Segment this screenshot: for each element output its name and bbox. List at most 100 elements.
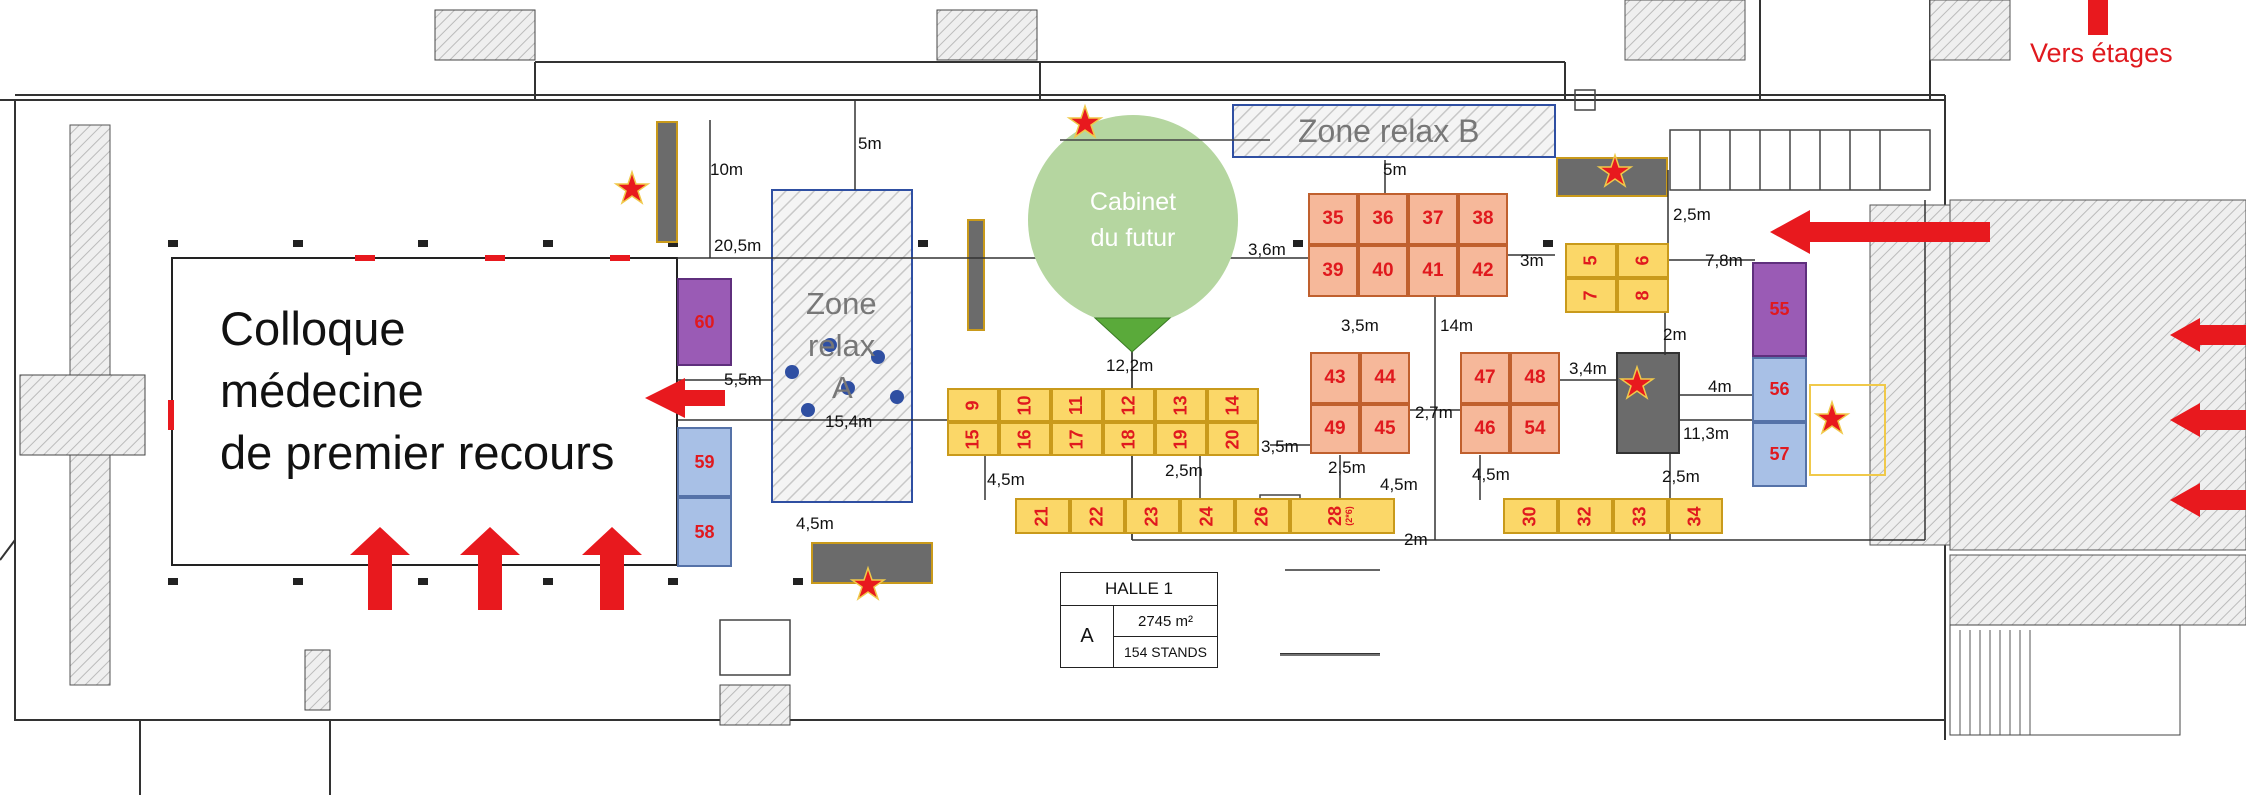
- stand-21[interactable]: 21: [1015, 498, 1070, 534]
- stand-30[interactable]: 30: [1503, 498, 1558, 534]
- colloque-line-1: Colloque: [220, 302, 406, 355]
- bench-2: [967, 219, 985, 331]
- stand-16[interactable]: 16: [999, 422, 1051, 456]
- stand-6[interactable]: 6: [1617, 243, 1669, 278]
- dim-label: 4,5m: [1472, 465, 1510, 484]
- stand-number: 59: [694, 451, 715, 472]
- stand-number: 42: [1472, 260, 1494, 281]
- dim-label: 11,3m: [1683, 424, 1729, 443]
- colloque-line-2: médecine: [220, 364, 424, 417]
- stair-lines: [1959, 630, 2031, 735]
- stand-48[interactable]: 48: [1510, 352, 1560, 404]
- stand-12[interactable]: 12: [1103, 388, 1155, 422]
- stand-22[interactable]: 22: [1070, 498, 1125, 534]
- stand-34[interactable]: 34: [1668, 498, 1723, 534]
- stand-number: 41: [1422, 260, 1444, 281]
- stand-number: 34: [1685, 505, 1705, 527]
- stand-28[interactable]: 28(2*6): [1290, 498, 1395, 534]
- dim-label: 20,5m: [714, 236, 762, 255]
- stand-24[interactable]: 24: [1180, 498, 1235, 534]
- colloque-doors: [168, 255, 630, 430]
- stand-58[interactable]: 58: [677, 497, 732, 567]
- stand-number: 8: [1632, 290, 1653, 301]
- stand-23[interactable]: 23: [1125, 498, 1180, 534]
- exit-box-4: [304, 649, 331, 711]
- dim-label: 3,4m: [1569, 359, 1607, 378]
- stand-number: 14: [1222, 394, 1243, 416]
- stand-19[interactable]: 19: [1155, 422, 1207, 456]
- halle-letter: A: [1060, 605, 1114, 668]
- vers-etages-label: Vers étages: [2030, 38, 2173, 68]
- stand-59[interactable]: 59: [677, 427, 732, 497]
- stand-33[interactable]: 33: [1613, 498, 1668, 534]
- stand-number: 32: [1575, 505, 1595, 527]
- stand-number: 13: [1170, 394, 1191, 416]
- stand-number: 24: [1197, 505, 1217, 527]
- stand-36[interactable]: 36: [1358, 193, 1408, 245]
- stand-number: 49: [1324, 418, 1346, 439]
- zone-relax-b-label: Zone relax B: [1298, 113, 1480, 149]
- dim-label: 7,8m: [1705, 251, 1743, 270]
- dim-label: 3,5m: [1261, 437, 1299, 456]
- stand-9[interactable]: 9: [947, 388, 999, 422]
- stand-number: 60: [694, 311, 715, 332]
- dim-label: 2,5m: [1662, 467, 1700, 486]
- stand-number: 33: [1630, 505, 1650, 527]
- stand-7[interactable]: 7: [1565, 278, 1617, 313]
- stand-8[interactable]: 8: [1617, 278, 1669, 313]
- bench-6: [1809, 384, 1886, 476]
- stand-54[interactable]: 54: [1510, 404, 1560, 454]
- wall-hatch-top-right: [1624, 0, 1746, 61]
- entry-arrows: [350, 0, 2246, 610]
- stand-20[interactable]: 20: [1207, 422, 1259, 456]
- stand-13[interactable]: 13: [1155, 388, 1207, 422]
- stand-56[interactable]: 56: [1752, 357, 1807, 422]
- stand-35[interactable]: 35: [1308, 193, 1358, 245]
- halle-stands: 154 STANDS: [1113, 636, 1218, 668]
- stand-number: 15: [962, 428, 983, 450]
- stand-45[interactable]: 45: [1360, 404, 1410, 454]
- stand-number: 11: [1066, 395, 1087, 415]
- dim-label: 5m: [1383, 160, 1407, 179]
- stand-10[interactable]: 10: [999, 388, 1051, 422]
- stand-11[interactable]: 11: [1051, 388, 1103, 422]
- colloque-label: Colloque médecine de premier recours: [220, 298, 614, 484]
- stand-55[interactable]: 55: [1752, 262, 1807, 357]
- relax-seats: [785, 338, 904, 417]
- zone-relax-a-label: Zone relax A: [806, 283, 877, 409]
- stand-26[interactable]: 26: [1235, 498, 1290, 534]
- scale-line: [1280, 653, 1380, 654]
- exit-box-2: [936, 9, 1038, 61]
- stand-49[interactable]: 49: [1310, 404, 1360, 454]
- stand-42[interactable]: 42: [1458, 245, 1508, 297]
- dim-label: 2m: [1404, 530, 1428, 549]
- stand-number: 17: [1066, 428, 1087, 450]
- stand-15[interactable]: 15: [947, 422, 999, 456]
- stand-46[interactable]: 46: [1460, 404, 1510, 454]
- stand-32[interactable]: 32: [1558, 498, 1613, 534]
- wall-hatch-top-right-2: [1929, 0, 2011, 61]
- stand-number: 45: [1374, 418, 1396, 439]
- stand-44[interactable]: 44: [1360, 352, 1410, 404]
- stand-37[interactable]: 37: [1408, 193, 1458, 245]
- stand-40[interactable]: 40: [1358, 245, 1408, 297]
- stand-14[interactable]: 14: [1207, 388, 1259, 422]
- exit-box-1: [434, 9, 536, 61]
- stand-number: 58: [694, 521, 715, 542]
- stand-57[interactable]: 57: [1752, 422, 1807, 487]
- dim-label: 5,5m: [724, 370, 762, 389]
- stand-5[interactable]: 5: [1565, 243, 1617, 278]
- cabinet-triangle: [1093, 317, 1172, 353]
- stand-43[interactable]: 43: [1310, 352, 1360, 404]
- stand-60[interactable]: 60: [677, 278, 732, 366]
- stand-38[interactable]: 38: [1458, 193, 1508, 245]
- stand-39[interactable]: 39: [1308, 245, 1358, 297]
- halle-info-table: HALLE 1 A 2745 m² 154 STANDS: [1060, 572, 1218, 668]
- bench-5: [1616, 352, 1680, 454]
- stand-41[interactable]: 41: [1408, 245, 1458, 297]
- zone-relax-b: [1232, 104, 1556, 158]
- stand-number: 54: [1524, 418, 1546, 439]
- stand-47[interactable]: 47: [1460, 352, 1510, 404]
- stand-18[interactable]: 18: [1103, 422, 1155, 456]
- stand-17[interactable]: 17: [1051, 422, 1103, 456]
